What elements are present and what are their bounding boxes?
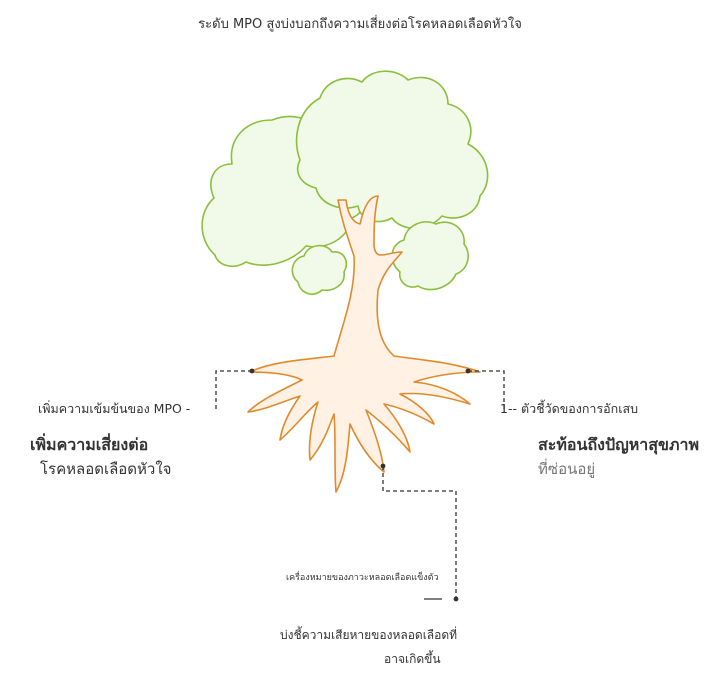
left-heading: เพิ่มความเสี่ยงต่อ (30, 435, 149, 454)
tree-trunk-roots (247, 195, 481, 493)
right-subheading: ที่ซ่อนอยู่ (538, 460, 596, 478)
leader-dot-right (465, 368, 471, 374)
tree-foliage (201, 70, 489, 295)
bottom-line-1: บ่งชี้ความเสียหายของหลอดเลือดที่ (280, 628, 458, 642)
bottom-line-2: อาจเกิดขึ้น (384, 652, 441, 666)
foliage-small-left-cloud (291, 244, 348, 295)
leader-dot-bottom (380, 463, 386, 469)
left-subheading: โรคหลอดเลือดหัวใจ (40, 460, 172, 478)
right-heading: สะท้อนถึงปัญหาสุขภาพ (538, 435, 700, 454)
leader-dot-bottom-end (453, 596, 459, 602)
foliage-small-right-cloud (391, 221, 469, 291)
left-small-label: เพิ่มความเข้มข้นของ MPO - (38, 401, 191, 416)
leader-lines (215, 370, 505, 600)
diagram-title: ระดับ MPO สูงบ่งบอกถึงความเสี่ยงต่อโรคหล… (198, 17, 522, 32)
leader-dots (249, 368, 471, 602)
foliage-top-cloud (295, 70, 489, 229)
leader-line-left (215, 370, 252, 410)
leader-line-right (468, 370, 505, 410)
trunk (247, 195, 481, 493)
leader-dot-left (249, 368, 255, 374)
bottom-small-label: เครื่องหมายของภาวะหลอดเลือดแข็งตัว (286, 573, 439, 583)
right-small-label: 1-- ตัวชี้วัดของการอักเสบ (500, 401, 639, 416)
